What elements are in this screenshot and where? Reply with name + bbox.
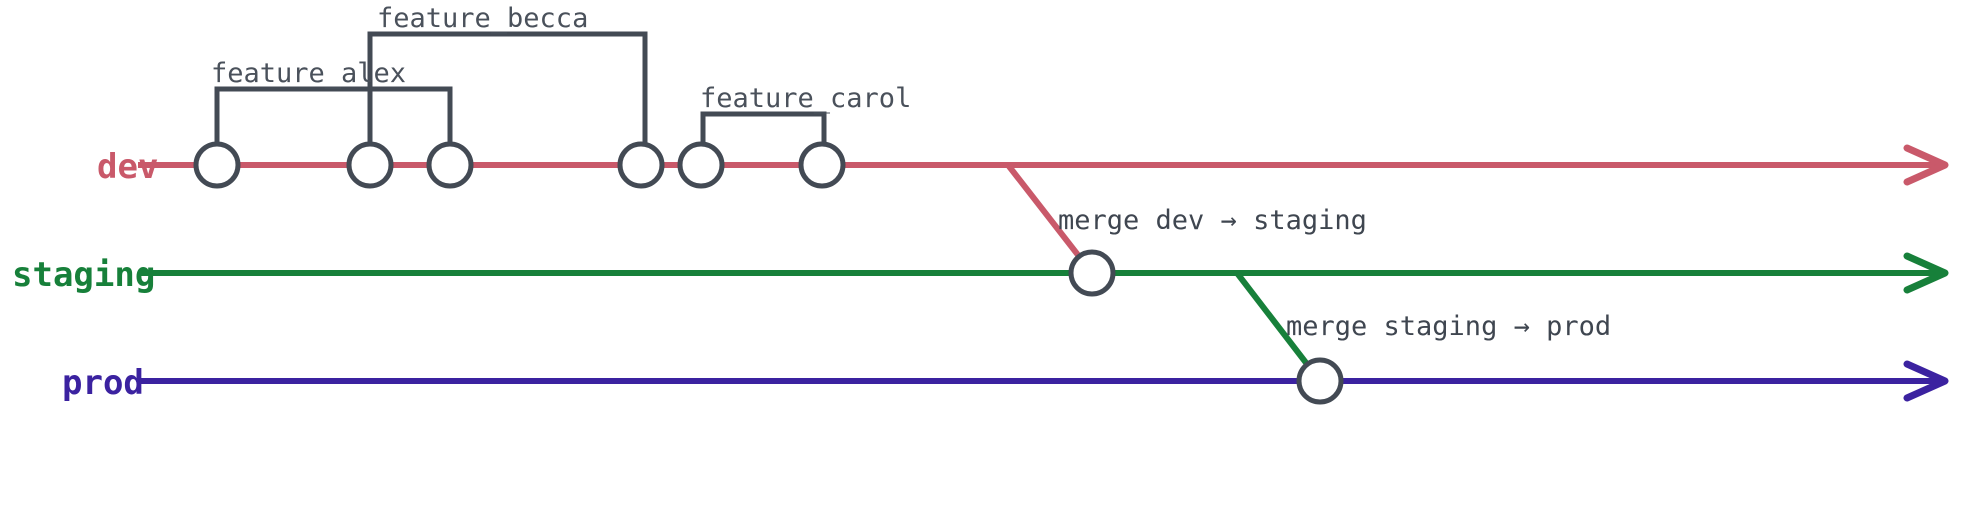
merge-label-staging-prod: merge staging → prod	[1286, 311, 1611, 342]
commit-node-c3[interactable]	[426, 141, 474, 189]
commit-node-c5[interactable]	[677, 141, 725, 189]
branch-label-feature_alex: feature_alex	[211, 58, 406, 89]
commit-node-merge-prod[interactable]	[1296, 357, 1344, 405]
merge-label-dev-staging: merge dev → staging	[1058, 205, 1367, 236]
lane-arrowheads	[1903, 144, 1949, 402]
lane-labels: dev staging prod	[12, 147, 158, 403]
bracket-feature_alex	[214, 86, 453, 148]
merge-labels: merge dev → staging merge staging → prod	[1058, 205, 1611, 342]
commit-node-c6[interactable]	[798, 141, 846, 189]
commit-nodes	[193, 141, 1344, 405]
commit-node-c1[interactable]	[193, 141, 241, 189]
arrowhead-prod-icon	[1903, 360, 1949, 402]
lane-lines	[138, 162, 1938, 384]
branch-label-feature_carol: feature_carol	[700, 83, 911, 114]
feature-branch-labels: feature_alex feature_becca feature_carol	[211, 3, 911, 114]
arrowhead-staging-icon	[1903, 252, 1949, 294]
commit-node-merge-staging[interactable]	[1068, 249, 1116, 297]
feature-branch-brackets	[214, 31, 827, 148]
branch-label-feature_becca: feature_becca	[377, 3, 588, 34]
lane-label-staging: staging	[12, 255, 155, 295]
commit-node-c4[interactable]	[617, 141, 665, 189]
commit-node-c2[interactable]	[346, 141, 394, 189]
bracket-feature_becca	[367, 31, 648, 148]
lane-label-prod: prod	[62, 363, 144, 403]
arrowhead-dev-icon	[1903, 144, 1949, 186]
bracket-feature_carol	[700, 111, 827, 148]
lane-label-dev: dev	[97, 147, 158, 187]
